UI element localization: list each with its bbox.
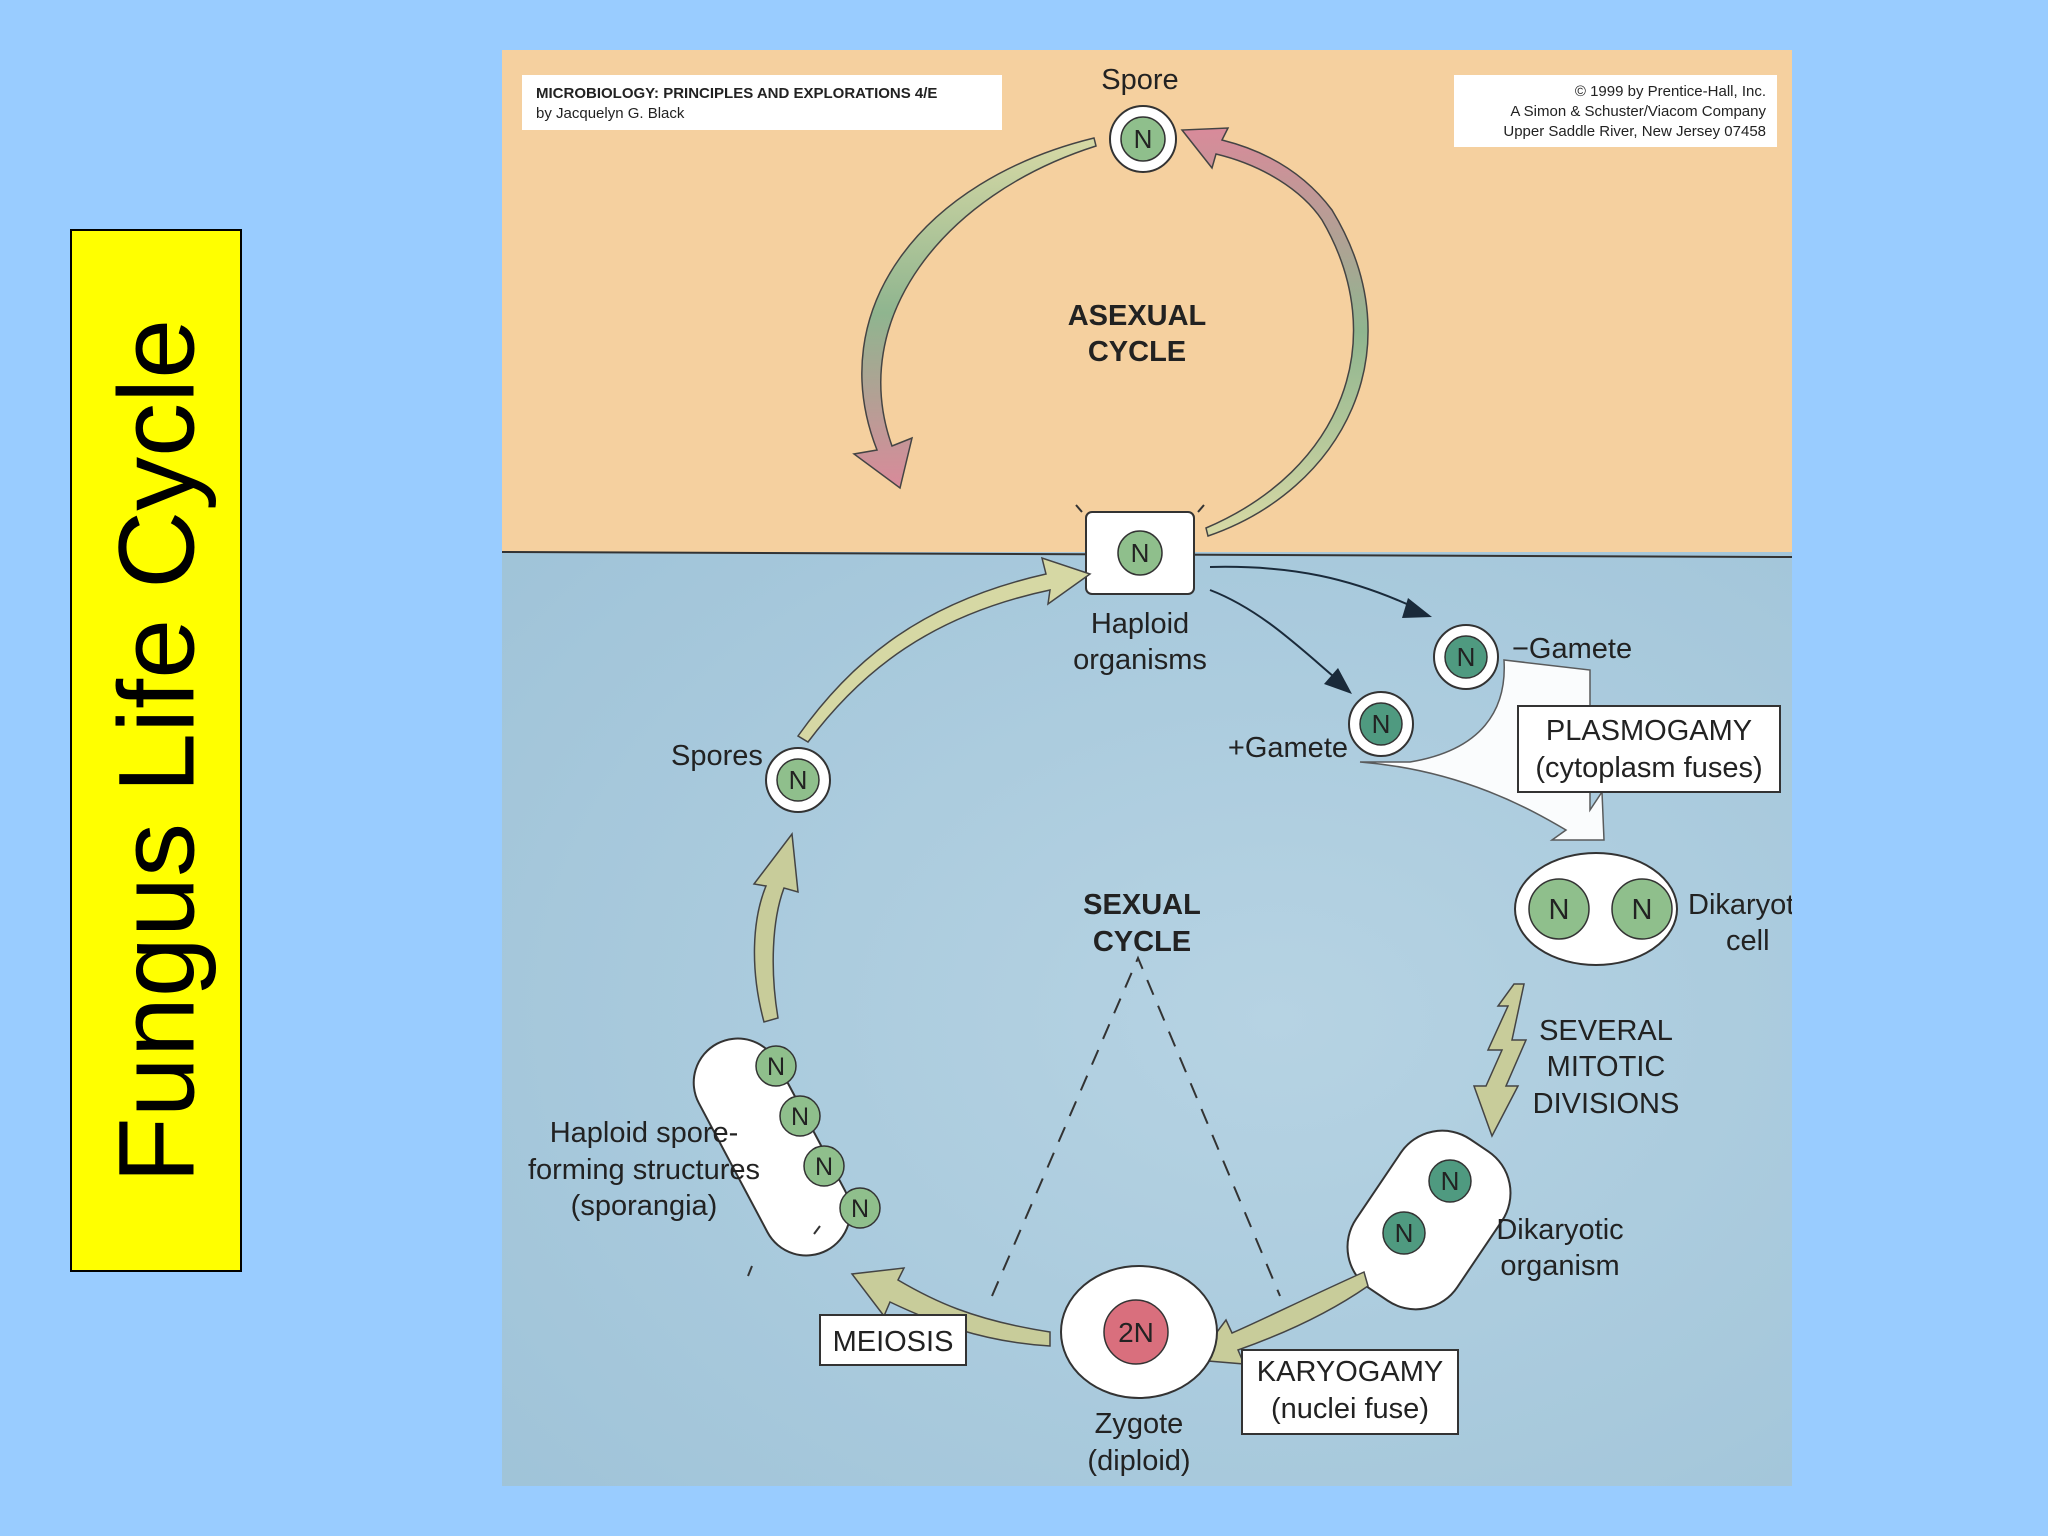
nucleus-label: N (815, 1153, 833, 1181)
sporangia-structure: N N N N (692, 1037, 881, 1277)
asexual-arrow-left (852, 137, 1097, 490)
zygote-line-2: (diploid) (1087, 1445, 1190, 1477)
zygote-line-1: Zygote (1095, 1408, 1184, 1440)
mitotic-line-2: MITOTIC (1547, 1051, 1666, 1083)
haploid-organisms-line-2: organisms (1073, 644, 1207, 676)
copyright-line-2: A Simon & Schuster/Viacom Company (1510, 103, 1766, 120)
dikaryotic-organism-line-2: organism (1500, 1250, 1619, 1282)
sporangia-line-2: forming structures (528, 1154, 760, 1186)
spore-label: Spore (1101, 64, 1178, 96)
asexual-arrow-right (1180, 127, 1369, 537)
spores-label: Spores (671, 740, 763, 772)
haploid-nucleus (779, 1095, 821, 1137)
plasmogamy-box: PLASMOGAMY (cytoplasm fuses) (1517, 705, 1781, 793)
arrow-to-plus-gamete (1209, 589, 1352, 694)
spores-to-haploid-arrow (796, 556, 1092, 743)
karyogamy-box: KARYOGAMY (nuclei fuse) (1241, 1349, 1459, 1435)
nucleus-label: N (789, 765, 808, 795)
nucleus-label: 2N (1118, 1317, 1154, 1348)
diploid-nucleus (1103, 1299, 1169, 1365)
dikaryotic-nucleus (1428, 1159, 1472, 1203)
nucleus-label: N (1632, 894, 1653, 926)
plasmogamy-title: PLASMOGAMY (1546, 715, 1752, 747)
slide-title: Fungus Life Cycle (95, 318, 217, 1183)
nucleus-label: N (1131, 538, 1150, 568)
mitotic-line-3: DIVISIONS (1533, 1088, 1680, 1120)
dikaryotic-organism: N N (1346, 1129, 1512, 1311)
nucleus-label: N (1549, 894, 1570, 926)
plus-gamete-cell: N (1348, 691, 1414, 757)
mitotic-divisions-arrow (1472, 983, 1528, 1138)
book-author: by Jacquelyn G. Black (536, 105, 685, 122)
nucleus-label: N (1372, 709, 1391, 739)
karyogamy-title: KARYOGAMY (1257, 1356, 1443, 1388)
nucleus-label: N (1134, 124, 1153, 154)
dikaryotic-cell: N N (1514, 852, 1678, 966)
haploid-nucleus (1528, 878, 1590, 940)
nucleus-label: N (851, 1195, 869, 1223)
meiosis-arrow (850, 1267, 1051, 1347)
slide-title-box: Fungus Life Cycle (70, 229, 242, 1272)
dikaryotic-cell-line-2: cell (1726, 925, 1770, 957)
dikaryotic-nucleus (1444, 635, 1488, 679)
asexual-cycle-line-2: CYCLE (1088, 336, 1186, 368)
haploid-organism-cell: N (1075, 504, 1205, 595)
haploid-nucleus (1117, 530, 1163, 576)
karyogamy-arrow (1194, 1270, 1369, 1365)
haploid-nucleus (755, 1045, 797, 1087)
sporangia-line-1: Haploid spore- (550, 1117, 739, 1149)
karyogamy-subtitle: (nuclei fuse) (1271, 1393, 1429, 1425)
nucleus-label: N (791, 1103, 809, 1131)
dikaryotic-cell-line-1: Dikaryotic (1688, 889, 1792, 921)
haploid-nucleus (839, 1187, 881, 1229)
dikaryotic-nucleus (1382, 1211, 1426, 1255)
sporangia-line-3: (sporangia) (571, 1190, 718, 1222)
arrow-to-minus-gamete (1209, 565, 1432, 618)
copyright-line-1: © 1999 by Prentice-Hall, Inc. (1575, 83, 1766, 100)
haploid-organisms-line-1: Haploid (1091, 608, 1189, 640)
nucleus-label: N (767, 1053, 785, 1081)
haploid-nucleus (1611, 878, 1673, 940)
meiosis-box: MEIOSIS (819, 1314, 967, 1366)
nucleus-label: N (1457, 642, 1476, 672)
spores-cell: N (765, 747, 831, 813)
haploid-nucleus (1120, 116, 1166, 162)
haploid-nucleus (803, 1145, 845, 1187)
meiosis-label: MEIOSIS (833, 1326, 954, 1358)
sexual-cycle-dashed-lines (991, 955, 1281, 1297)
plus-gamete-label: +Gamete (1228, 732, 1348, 764)
plasmogamy-subtitle: (cytoplasm fuses) (1535, 752, 1762, 784)
sexual-cycle-line-1: SEXUAL (1083, 889, 1201, 921)
dikaryotic-nucleus (1359, 702, 1403, 746)
sporangia-to-spores-arrow (752, 832, 799, 1023)
minus-gamete-label: −Gamete (1512, 633, 1632, 665)
copyright-line-3: Upper Saddle River, New Jersey 07458 (1503, 123, 1766, 140)
sexual-cycle-line-2: CYCLE (1093, 926, 1191, 958)
nucleus-label: N (1395, 1218, 1414, 1248)
fungus-life-cycle-diagram: MICROBIOLOGY: PRINCIPLES AND EXPLORATION… (502, 50, 1792, 1486)
haploid-nucleus (776, 758, 820, 802)
minus-gamete-cell: N (1433, 624, 1499, 690)
spore-cell: N (1109, 105, 1177, 173)
copyright-box: © 1999 by Prentice-Hall, Inc. A Simon & … (1454, 75, 1777, 147)
book-credit-box: MICROBIOLOGY: PRINCIPLES AND EXPLORATION… (522, 75, 1002, 130)
asexual-cycle-line-1: ASEXUAL (1068, 300, 1207, 332)
nucleus-label: N (1441, 1166, 1460, 1196)
zygote-cell: 2N (1060, 1265, 1218, 1399)
mitotic-line-1: SEVERAL (1539, 1015, 1673, 1047)
book-title: MICROBIOLOGY: PRINCIPLES AND EXPLORATION… (536, 85, 937, 102)
dikaryotic-organism-line-1: Dikaryotic (1496, 1214, 1623, 1246)
